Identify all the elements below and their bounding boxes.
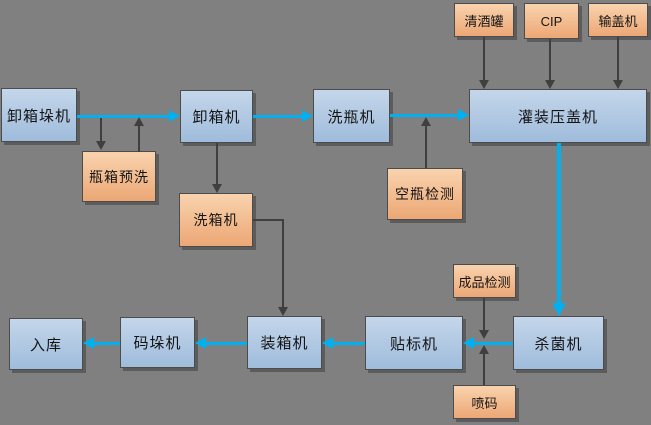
flow-line-bottlewasher-filler <box>390 114 458 117</box>
node-label: 输盖机 <box>598 13 638 29</box>
flow-line-labeler-casepacker <box>333 342 365 345</box>
connector-arrowhead-down-icon <box>278 307 288 316</box>
connector-line-productinspect <box>483 298 485 331</box>
flow-arrowhead-left-icon <box>195 337 206 349</box>
connector-line-decrater-cratewasher <box>216 143 218 184</box>
node-sterilizer: 杀菌机 <box>513 316 604 370</box>
node-inkjet-coder: 喷码 <box>453 385 516 419</box>
flow-line-palletizer-warehouse <box>94 342 120 345</box>
node-label: 瓶箱预洗 <box>89 168 149 185</box>
flow-line-depalletizer-decrater <box>77 115 169 118</box>
connector-line-capfeeder <box>617 37 619 81</box>
connector-arrowhead-down-icon <box>545 80 555 89</box>
node-cip: CIP <box>524 3 579 39</box>
connector-line-cratewasher-h <box>253 219 284 221</box>
node-label: 洗瓶机 <box>327 108 376 126</box>
connector-line-cip <box>549 39 551 81</box>
node-product-inspect: 成品检测 <box>453 264 516 298</box>
node-crate-washer: 洗箱机 <box>179 193 253 247</box>
flow-line-casepacker-palletizer <box>206 342 247 345</box>
flow-arrowhead-right-icon <box>169 110 180 122</box>
node-label: CIP <box>540 13 563 29</box>
connector-line-emptybottle-inspect <box>425 126 427 168</box>
node-label: 入库 <box>29 336 62 354</box>
node-warehouse: 入库 <box>9 318 83 370</box>
connector-arrowhead-up-icon <box>421 117 431 126</box>
connector-arrowhead-down-icon <box>479 330 489 339</box>
node-filler-capper: 灌装压盖机 <box>469 89 647 143</box>
flow-arrowhead-left-icon <box>83 337 94 349</box>
flow-arrowhead-right-icon <box>458 109 469 121</box>
node-label: 贴标机 <box>389 335 438 353</box>
node-empty-bottle-inspect: 空瓶检测 <box>387 168 463 220</box>
node-decrater: 卸箱机 <box>180 90 253 143</box>
flow-line-sterilizer-labeler <box>474 342 513 345</box>
connector-arrowhead-up-icon <box>134 117 144 126</box>
node-label: 杀菌机 <box>534 335 583 353</box>
node-case-packer: 装箱机 <box>247 316 322 369</box>
node-cap-feeder: 输盖机 <box>588 3 648 37</box>
flow-arrowhead-left-icon <box>463 337 474 349</box>
connector-arrowhead-up-icon <box>479 345 489 354</box>
connector-arrowhead-down-icon <box>96 141 106 150</box>
node-labeler: 贴标机 <box>365 316 463 370</box>
connector-line-from-prewash <box>138 126 140 152</box>
node-crate-prewash: 瓶箱预洗 <box>82 151 156 202</box>
node-label: 装箱机 <box>260 335 309 352</box>
node-label: 卸箱机 <box>192 109 241 126</box>
flow-line-filler-sterilizer <box>557 143 561 304</box>
node-palletizer: 码垛机 <box>120 317 195 368</box>
node-label: 清酒罐 <box>464 13 504 29</box>
node-bottle-washer: 洗瓶机 <box>313 89 390 143</box>
flow-line-decrater-bottlewasher <box>253 115 302 118</box>
node-bright-beer-tank: 清酒罐 <box>454 3 514 37</box>
node-label: 成品检测 <box>458 274 511 290</box>
node-label: 码垛机 <box>133 335 182 352</box>
flow-arrowhead-down-icon <box>552 303 566 316</box>
node-label: 喷码 <box>471 395 498 411</box>
connector-line-to-prewash <box>100 118 102 142</box>
node-label: 灌装压盖机 <box>517 108 598 126</box>
node-label: 洗箱机 <box>193 212 239 228</box>
flow-arrowhead-left-icon <box>322 337 333 349</box>
connector-arrowhead-down-icon <box>212 184 222 193</box>
connector-line-inkjetcoder <box>483 353 485 385</box>
connector-arrowhead-down-icon <box>479 80 489 89</box>
node-depalletizer: 卸箱垛机 <box>1 88 77 142</box>
connector-arrowhead-down-icon <box>613 80 623 89</box>
connector-line-cratewasher-v <box>282 219 284 308</box>
node-label: 空瓶检测 <box>395 186 455 202</box>
connector-line-brightbeertank <box>483 37 485 81</box>
node-label: 卸箱垛机 <box>6 107 71 125</box>
flow-arrowhead-right-icon <box>302 110 313 122</box>
